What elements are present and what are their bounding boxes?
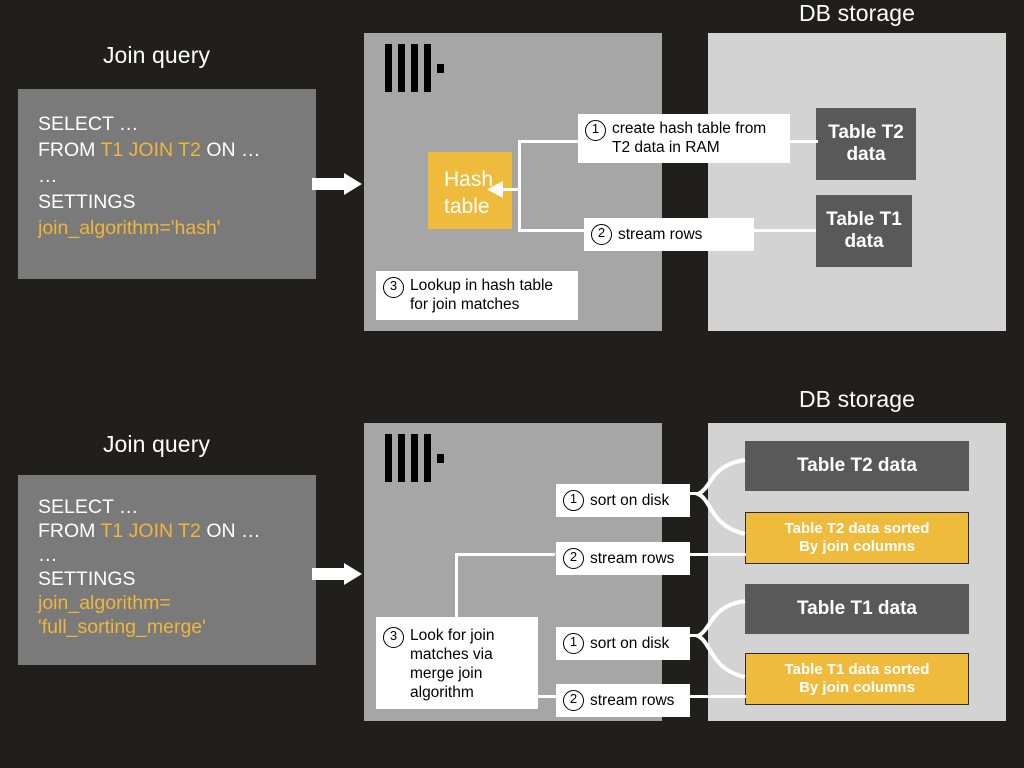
connector-sorted-t2-to-stream (688, 553, 746, 556)
hash-step-2-callout: 2 stream rows (584, 218, 754, 251)
step-number-badge: 2 (563, 548, 584, 569)
query-line-ellipsis: … (38, 165, 59, 187)
step-text: stream rows (590, 691, 675, 709)
merge-step-1-t1-callout: 1 sort on disk (556, 627, 690, 660)
join-tables: T1 JOIN T2 (100, 139, 201, 161)
merge-step-2-t2-callout: 2 stream rows (556, 542, 690, 575)
connector-t2-to-step1 (790, 140, 818, 143)
connector-bus-to-step2 (518, 229, 586, 232)
on-clause: ON … (200, 139, 261, 161)
hash-db-storage-heading: DB storage (798, 0, 916, 26)
query-line-select: SELECT … (38, 113, 139, 135)
hash-table-t2-data-block: Table T2 data (816, 108, 916, 180)
query-line-settings: SETTINGS (38, 191, 136, 213)
merge-join-query-heading: Join query (102, 431, 211, 457)
connector-stream2-bottom-left (538, 695, 562, 698)
merge-table-t1-sorted-block: Table T1 data sorted By join columns (745, 653, 969, 705)
hash-join-query-heading: Join query (102, 42, 211, 68)
hash-step-3-callout: 3 Lookup in hash table for join matches (376, 271, 578, 320)
step-number-badge: 1 (585, 120, 606, 141)
step-text: Look for join matches via merge join alg… (410, 627, 495, 701)
merge-join-query-box: SELECT … FROM T1 JOIN T2 ON … … SETTINGS… (18, 475, 316, 665)
query-line-from: FROM T1 JOIN T2 ON … (38, 137, 296, 163)
step-text: stream rows (618, 225, 703, 243)
merge-db-storage-heading: DB storage (798, 386, 916, 412)
step-text: sort on disk (590, 491, 670, 509)
hash-table-t1-data-block: Table T1 data (816, 195, 912, 267)
connector-step1-to-bus (520, 140, 582, 143)
query-line-settings: SETTINGS (38, 568, 136, 590)
on-clause: ON … (200, 520, 261, 542)
merge-step-2-t1-callout: 2 stream rows (556, 684, 690, 717)
query-line-from: FROM T1 JOIN T2 ON … (38, 519, 296, 543)
step-number-badge: 3 (383, 627, 404, 648)
query-line-ellipsis: … (38, 544, 59, 566)
step-number-badge: 1 (563, 490, 584, 511)
step-number-badge: 2 (563, 690, 584, 711)
connector-vertical-bus (518, 140, 521, 232)
merge-table-t1-data-block: Table T1 data (745, 584, 969, 634)
merge-query-arrow-shaft (312, 568, 350, 580)
from-keyword: FROM (38, 139, 101, 161)
clickhouse-logo-icon (385, 44, 445, 92)
hash-join-query-box: SELECT … FROM T1 JOIN T2 ON … … SETTINGS… (18, 89, 316, 279)
clickhouse-logo-icon (385, 434, 445, 482)
hash-db-storage-panel (708, 33, 1006, 331)
connector-stream2-vertical (455, 553, 458, 619)
step-text: create hash table from T2 data in RAM (612, 120, 767, 156)
merge-table-t2-data-block: Table T2 data (745, 441, 969, 491)
merge-step-3-callout: 3 Look for join matches via merge join a… (376, 617, 538, 709)
step-text: stream rows (590, 549, 675, 567)
merge-table-t2-sorted-block: Table T2 data sorted By join columns (745, 512, 969, 564)
hash-step-1-callout: 1 create hash table from T2 data in RAM (578, 114, 790, 163)
join-tables: T1 JOIN T2 (100, 520, 201, 542)
step-text: Lookup in hash table for join matches (410, 277, 554, 313)
connector-bus-to-hash (500, 188, 520, 191)
from-keyword: FROM (38, 520, 101, 542)
step-number-badge: 2 (591, 224, 612, 245)
connector-stream2-top-left (455, 553, 555, 556)
step-number-badge: 3 (383, 277, 404, 298)
query-line-join-algorithm-value: 'full_sorting_merge' (38, 616, 206, 638)
query-line-select: SELECT … (38, 496, 139, 518)
connector-step2-to-t1 (752, 229, 816, 232)
merge-step-1-t2-callout: 1 sort on disk (556, 484, 690, 517)
hash-query-arrow-shaft (312, 178, 350, 190)
step-text: sort on disk (590, 634, 670, 652)
query-line-join-algorithm: join_algorithm='hash' (38, 217, 221, 239)
query-line-join-algorithm: join_algorithm= (38, 592, 171, 614)
step-number-badge: 1 (563, 633, 584, 654)
connector-sorted-t1-to-stream (688, 695, 746, 698)
